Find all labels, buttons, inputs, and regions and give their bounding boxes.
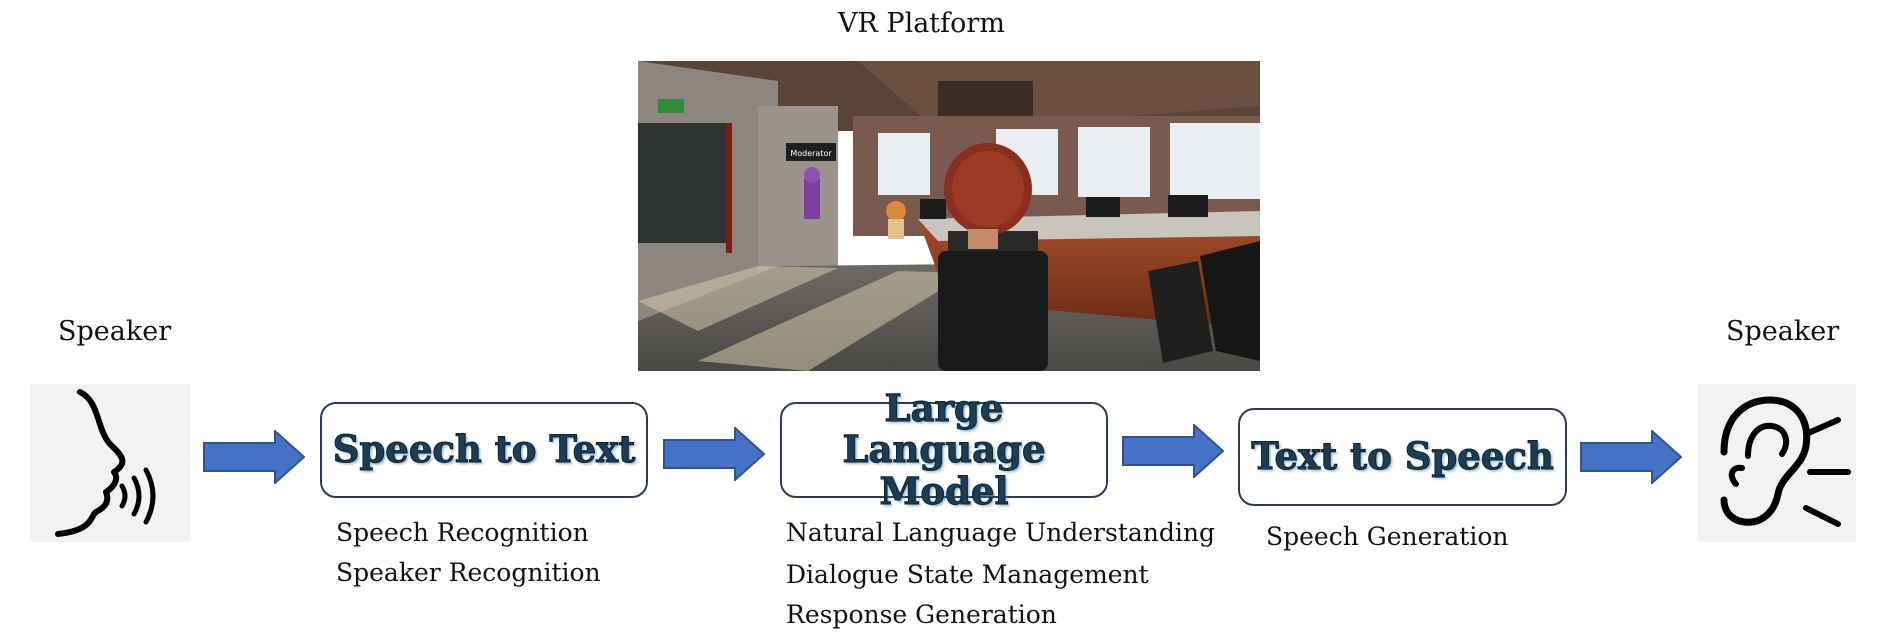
speaking-head-icon bbox=[30, 384, 190, 542]
tts-detail-1: Speech Generation bbox=[1266, 522, 1509, 551]
input-speaker-label: Speaker bbox=[58, 316, 172, 347]
moderator-tag: Moderator bbox=[790, 149, 832, 158]
llm-detail-1: Natural Language Understanding bbox=[786, 518, 1215, 547]
llm-detail-2: Dialogue State Management bbox=[786, 560, 1149, 589]
speech-to-text-title: Speech to Text bbox=[332, 427, 636, 472]
ear-icon bbox=[1698, 384, 1856, 542]
stt-detail-1: Speech Recognition bbox=[336, 518, 589, 547]
llm-title: Large Language Model bbox=[842, 385, 1046, 513]
text-to-speech-box: Text to Speech bbox=[1238, 408, 1567, 506]
speech-to-text-box: Speech to Text bbox=[320, 402, 648, 498]
flow-arrow-3 bbox=[1122, 424, 1224, 478]
flow-arrow-4 bbox=[1580, 430, 1682, 484]
text-to-speech-title: Text to Speech bbox=[1251, 434, 1555, 479]
llm-detail-3: Response Generation bbox=[786, 600, 1057, 629]
platform-title: VR Platform bbox=[838, 8, 1005, 39]
flow-arrow-2 bbox=[663, 427, 765, 481]
vr-platform-screenshot: Moderator bbox=[638, 61, 1260, 371]
output-speaker-label: Speaker bbox=[1726, 316, 1840, 347]
large-language-model-box: Large Language Model bbox=[780, 387, 1108, 512]
flow-arrow-1 bbox=[203, 430, 305, 484]
stt-detail-2: Speaker Recognition bbox=[336, 558, 601, 587]
